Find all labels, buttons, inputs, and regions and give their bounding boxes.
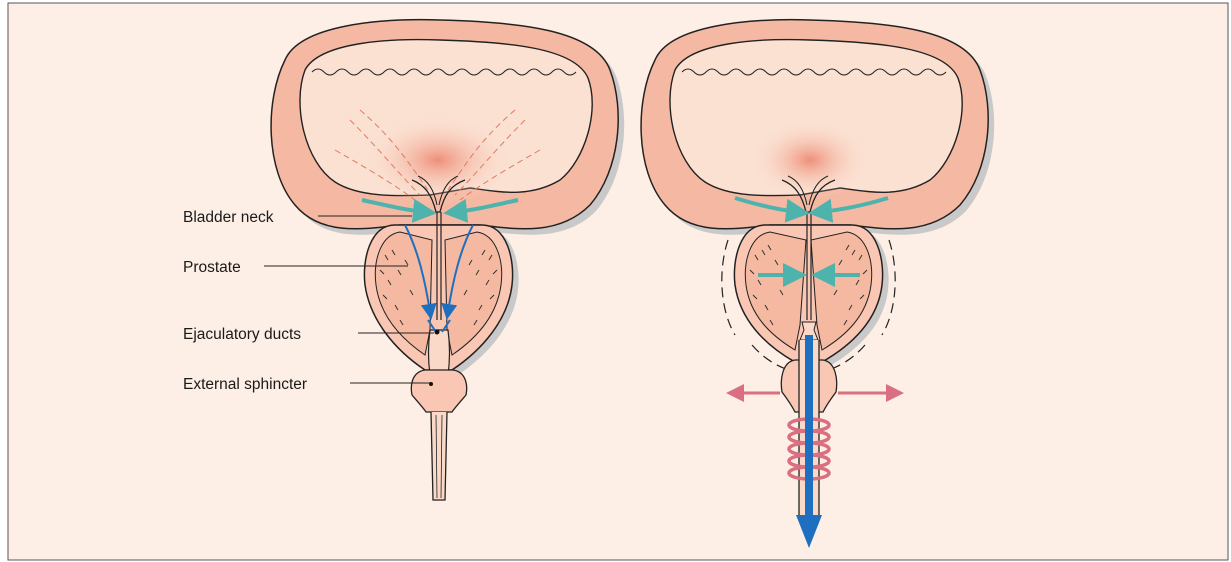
label-ejaculatory-ducts: Ejaculatory ducts <box>183 326 301 343</box>
label-external-sphincter: External sphincter <box>183 376 307 393</box>
label-bladder-neck: Bladder neck <box>183 209 274 226</box>
label-prostate: Prostate <box>183 259 241 276</box>
